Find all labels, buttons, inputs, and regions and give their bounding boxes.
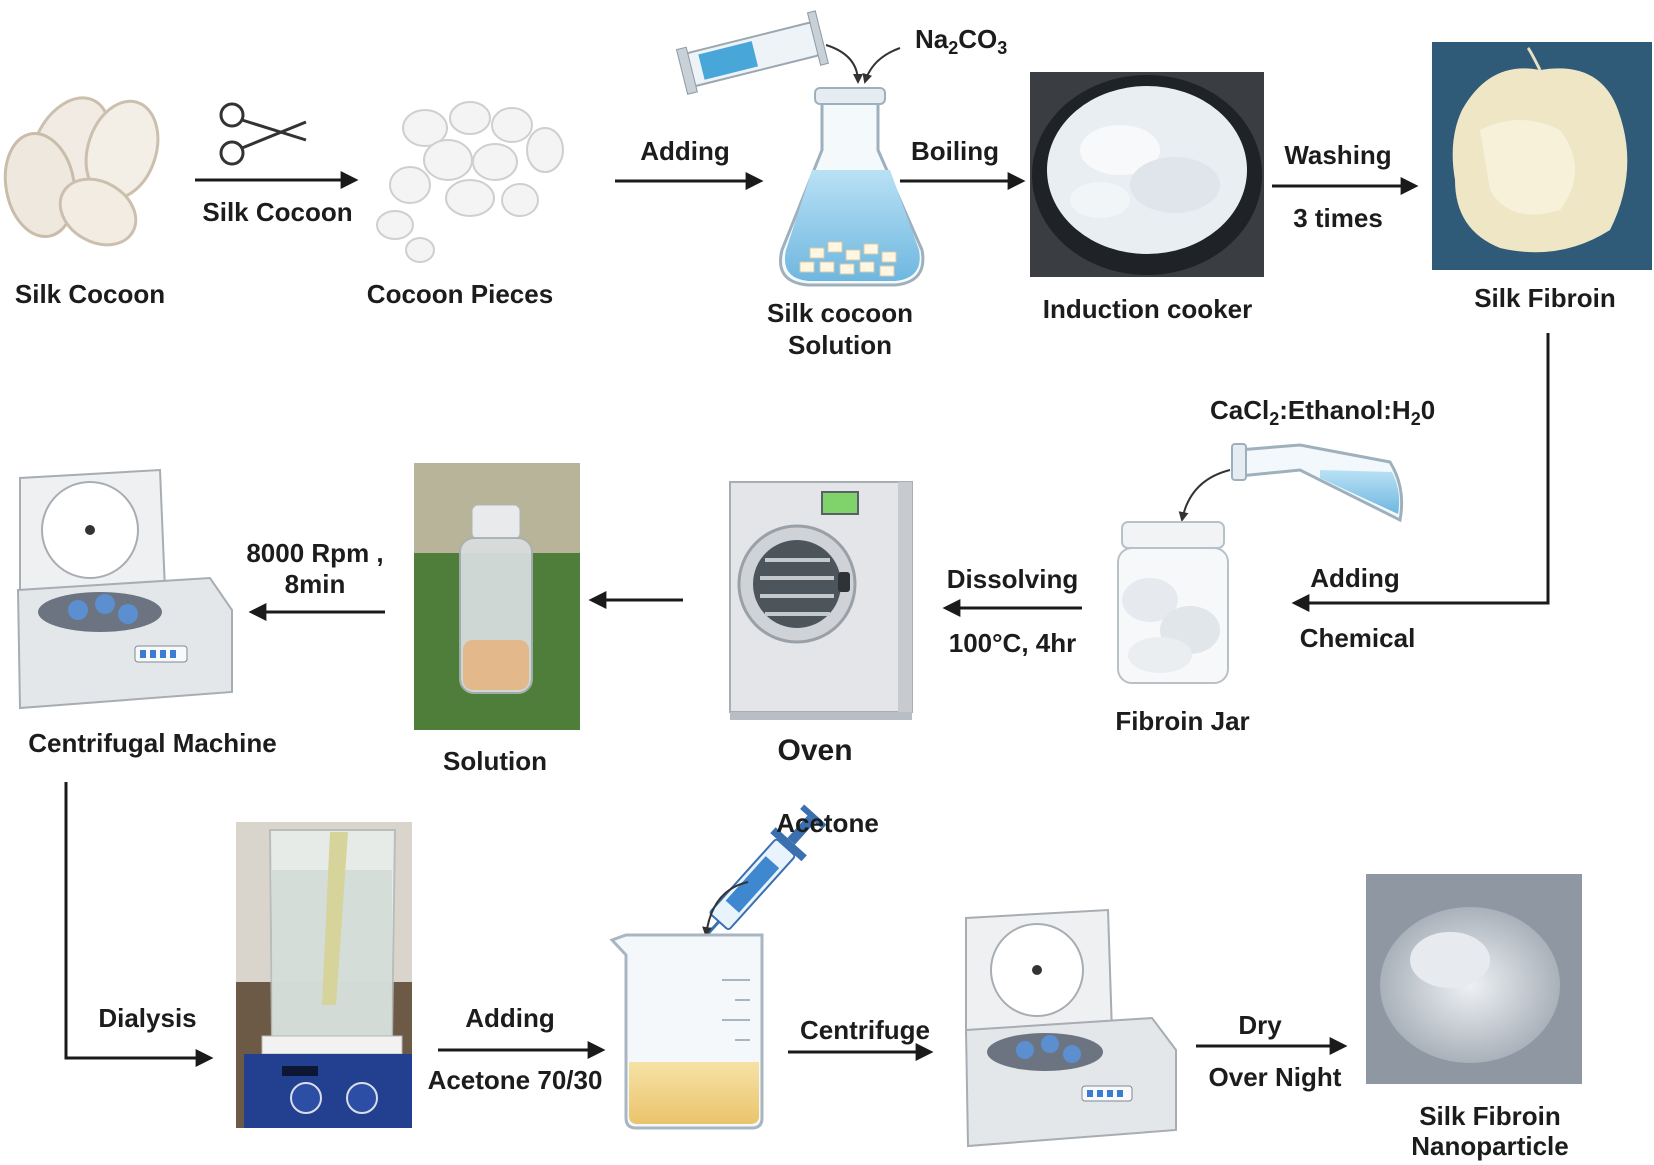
label-step-washing: Washing xyxy=(1284,140,1392,170)
erlenmeyer-flask-image xyxy=(779,87,925,287)
label-step-boiling: Boiling xyxy=(910,136,1000,166)
induction-cooker-image xyxy=(1030,72,1264,277)
label-step-adding-2: Adding xyxy=(1310,563,1400,593)
label-step-adding-3: Adding xyxy=(465,1003,555,1033)
pour-arrow-4 xyxy=(702,881,749,937)
label-step-temp-time: 100°C, 4hr xyxy=(948,628,1077,658)
label-nanoparticle-2: Nanoparticle xyxy=(1411,1131,1569,1161)
label-step-dialysis: Dialysis xyxy=(98,1003,197,1033)
dialysis-image xyxy=(236,822,412,1128)
label-step-3-times: 3 times xyxy=(1293,203,1383,233)
label-acetone: Acetone xyxy=(776,808,879,838)
label-fibroin-jar: Fibroin Jar xyxy=(1115,706,1250,736)
measuring-cylinder-icon xyxy=(675,10,829,95)
label-step-over-night: Over Night xyxy=(1208,1062,1342,1092)
label-induction-cooker: Induction cooker xyxy=(1042,294,1253,324)
label-oven: Oven xyxy=(777,734,853,767)
label-step-cut: Silk Cocoon xyxy=(202,197,353,227)
label-cocoon-pieces: Cocoon Pieces xyxy=(366,279,554,309)
label-step-chemical: Chemical xyxy=(1299,623,1416,653)
label-step-adding: Adding xyxy=(640,136,730,166)
centrifugal-machine-image xyxy=(16,468,233,710)
label-step-centrifuge: Centrifuge xyxy=(800,1015,930,1045)
pour-arrow-1 xyxy=(825,44,863,84)
pour-arrow-3 xyxy=(1178,469,1231,522)
label-cacl2-solvent: CaCl2:Ethanol:H20 xyxy=(1210,395,1436,430)
label-solution: Solution xyxy=(443,746,547,776)
label-step-acetone-ratio: Acetone 70/30 xyxy=(427,1065,603,1095)
pouring-flask-image xyxy=(1231,443,1404,523)
label-step-rpm: 8000 Rpm , xyxy=(246,538,384,568)
label-step-dry: Dry xyxy=(1238,1010,1282,1040)
silk-cocoon-image xyxy=(3,96,160,247)
label-silk-cocoon-solution-2: Solution xyxy=(788,330,892,360)
arrow-dialysis xyxy=(64,782,214,1067)
label-nanoparticle-1: Silk Fibroin xyxy=(1419,1101,1561,1131)
syringe-icon xyxy=(684,804,827,960)
label-centrifugal-machine: Centrifugal Machine xyxy=(28,728,277,758)
nanoparticle-image xyxy=(1366,874,1582,1084)
fibroin-jar-image xyxy=(1117,521,1229,684)
label-na2co3: Na2CO3 xyxy=(915,24,1008,59)
oven-image xyxy=(729,481,913,720)
cocoon-pieces-image xyxy=(376,101,564,263)
beaker-image xyxy=(609,933,764,1130)
solution-image xyxy=(414,463,580,730)
label-step-dissolving: Dissolving xyxy=(946,564,1079,594)
silk-fibroin-image xyxy=(1432,42,1652,270)
scissors-icon xyxy=(219,102,307,166)
label-silk-cocoon: Silk Cocoon xyxy=(14,279,166,309)
label-step-8min: 8min xyxy=(284,569,346,599)
label-silk-fibroin: Silk Fibroin xyxy=(1474,283,1616,313)
centrifuge-image xyxy=(964,908,1177,1148)
label-silk-cocoon-solution-1: Silk cocoon xyxy=(767,298,913,328)
pour-arrow-2 xyxy=(862,47,901,84)
arrow-adding-chemical xyxy=(1291,333,1550,612)
